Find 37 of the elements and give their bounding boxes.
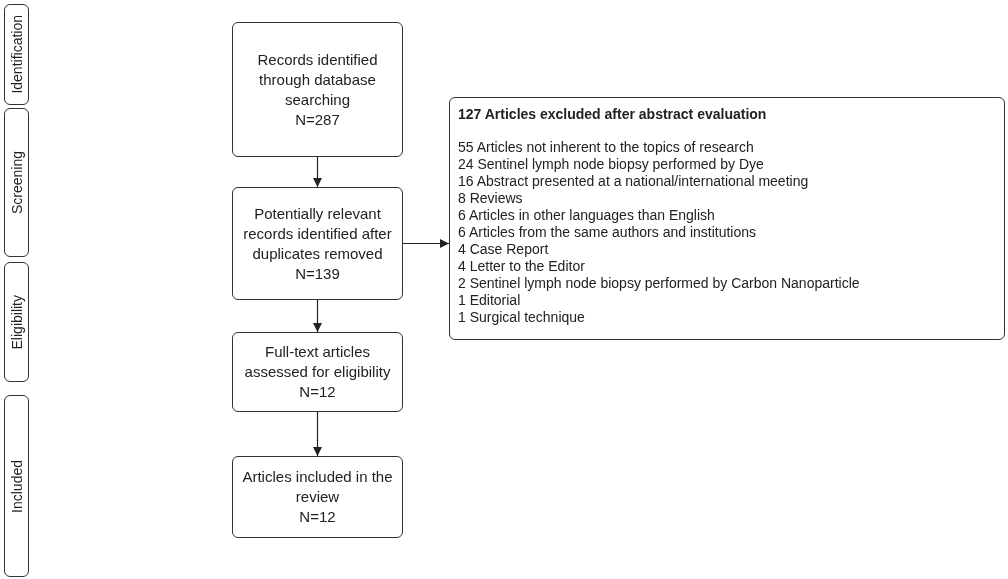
stage-label: Eligibility	[8, 294, 25, 350]
box-text: Records identified through database searching	[256, 49, 379, 110]
list-item: 1 Surgical technique	[458, 309, 586, 326]
process-box	[232, 456, 403, 538]
box-heading: 127 Articles excluded after abstract evaluation	[458, 106, 768, 123]
box-text: N=287	[295, 109, 340, 130]
list-item: 2 Sentinel lymph node biopsy performed by Carbon Nanoparticle	[458, 275, 861, 292]
box-text: N=12	[299, 507, 336, 527]
list-item: 4 Letter to the Editor	[458, 258, 586, 275]
box-text: N=12	[299, 382, 336, 402]
stage-label: Screening	[8, 150, 25, 214]
list-item: 24 Sentinel lymph node biopsy performed by Dye	[458, 156, 765, 173]
process-box	[232, 187, 403, 300]
stage-label-box	[4, 262, 29, 382]
list-item: 6 Articles in other languages than English	[458, 207, 716, 224]
box-text: N=139	[295, 263, 340, 284]
stage-label-box	[4, 395, 29, 577]
stage-label-box	[4, 108, 29, 257]
process-box	[232, 332, 403, 412]
stage-label: Included	[8, 459, 25, 513]
arrow	[402, 239, 450, 248]
list-item: 4 Case Report	[458, 241, 550, 258]
process-box	[232, 22, 403, 157]
list-item: 8 Reviews	[458, 190, 524, 207]
box-text: Full-text articles assessed for eligibility	[243, 342, 392, 382]
arrow	[313, 299, 322, 333]
box-text: Potentially relevant records identified after duplicates removed	[242, 203, 393, 264]
exclusion-box	[449, 97, 1005, 340]
stage-label-box	[4, 4, 29, 105]
list-item: 1 Editorial	[458, 292, 522, 309]
stage-label: Identification	[8, 15, 25, 94]
list-item: 16 Abstract presented at a national/international meeting	[458, 173, 810, 190]
list-item: 6 Articles from the same authors and institutions	[458, 224, 758, 241]
list-item: 55 Articles not inherent to the topics of research	[458, 139, 755, 156]
box-text: Articles included in the review	[241, 467, 394, 507]
arrow	[313, 411, 322, 457]
arrow	[313, 156, 322, 188]
